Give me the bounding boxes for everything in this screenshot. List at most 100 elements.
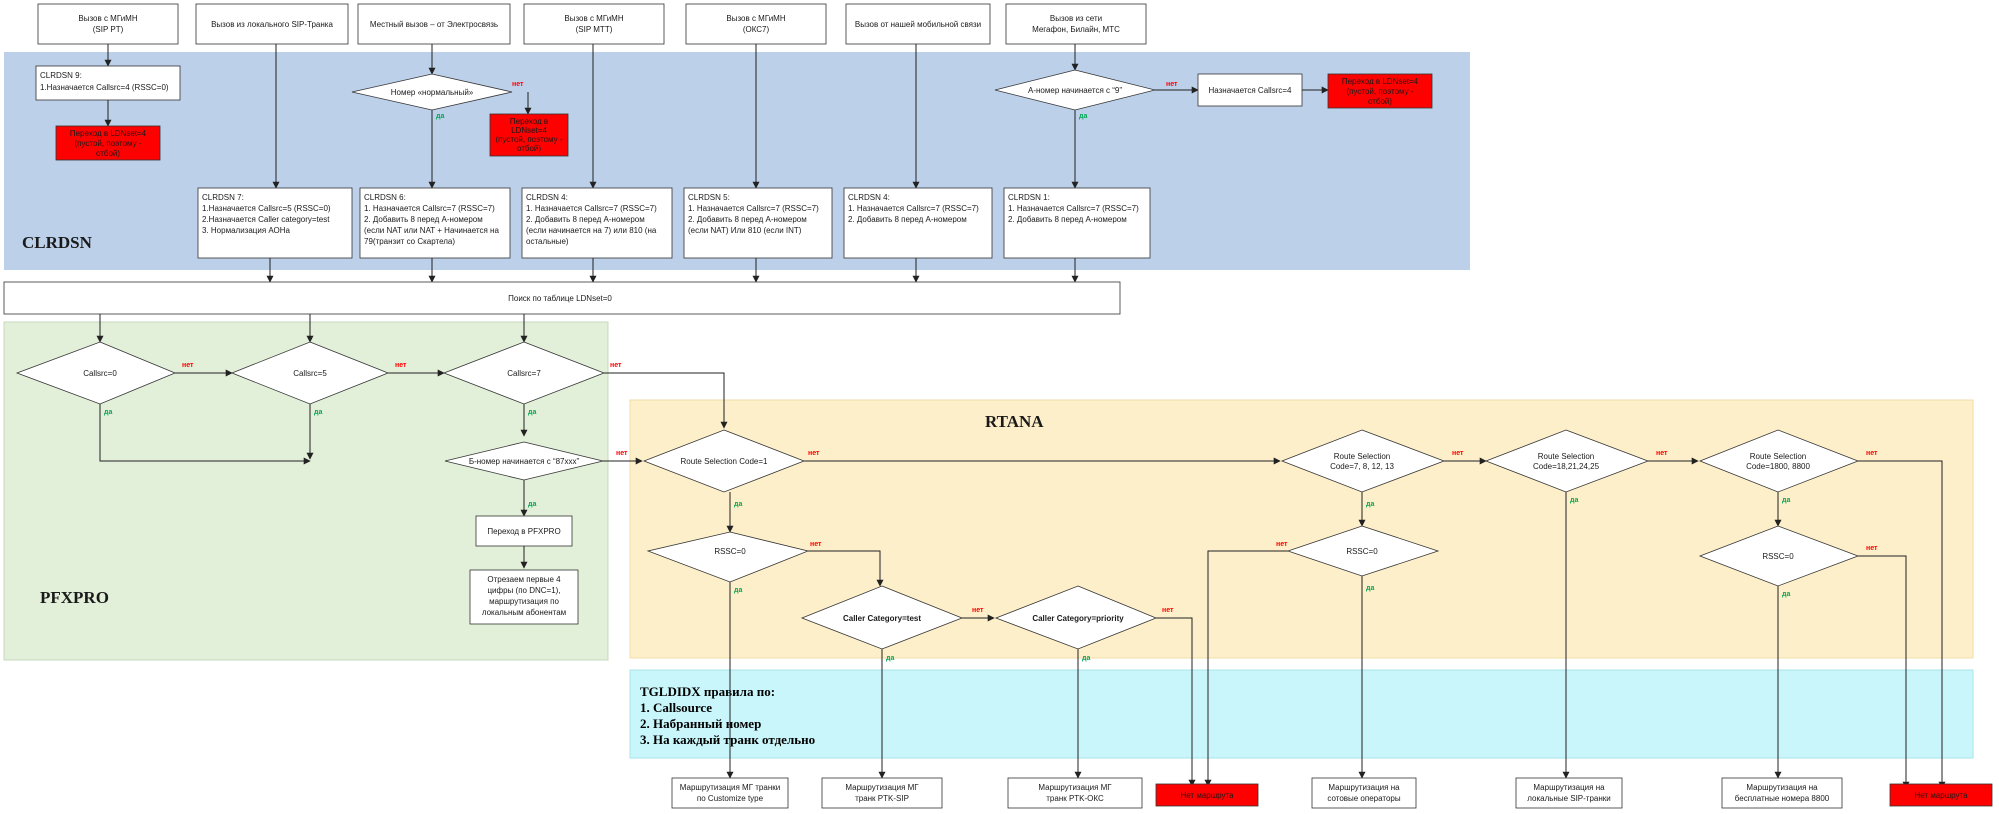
svg-text:CLRDSN 9:: CLRDSN 9: — [40, 71, 82, 80]
no-label: нет — [610, 362, 622, 369]
source-box: Местный вызов – от Электросвязь — [357, 3, 511, 45]
svg-text:Callsrc=7: Callsrc=7 — [507, 369, 541, 378]
yes-label: да — [1782, 591, 1790, 598]
svg-text:2. Добавить 8 перед А-номером: 2. Добавить 8 перед А-номером — [364, 215, 483, 224]
tgldidx-zone-title: TGLDIDX правила по: — [640, 684, 775, 699]
route-selection-1-decision: Route Selection Code=1 — [642, 429, 806, 493]
connector — [604, 372, 728, 429]
yes-label: да — [886, 655, 894, 662]
svg-text:отбой): отбой) — [96, 149, 120, 158]
svg-text:(SIP МТТ): (SIP МТТ) — [576, 25, 613, 34]
svg-text:по Customize type: по Customize type — [697, 794, 764, 803]
svg-text:Маршрутизация МГ: Маршрутизация МГ — [845, 783, 919, 792]
svg-text:А-номер начинается с “9”: А-номер начинается с “9” — [1028, 86, 1122, 95]
connector — [808, 550, 884, 587]
svg-text:(пустой, поэтому -: (пустой, поэтому - — [495, 135, 562, 144]
ldnset-4-red-box: Переход в LDNset=4 (пустой, поэтому - от… — [489, 113, 569, 157]
svg-text:Callsrc=5: Callsrc=5 — [293, 369, 327, 378]
rssc-0-decision: RSSC=0 — [646, 531, 810, 583]
svg-text:2.Назначается Caller category=: 2.Назначается Caller category=test — [202, 215, 330, 224]
no-label: нет — [616, 450, 628, 457]
svg-text:LDNset=4: LDNset=4 — [511, 126, 547, 135]
branch-labels: нет да нет да нет да нет да нет да нет д… — [104, 81, 1878, 662]
svg-text:Code=7, 8, 12, 13: Code=7, 8, 12, 13 — [1330, 462, 1394, 471]
route-selection-1800-decision: Route Selection Code=1800, 8800 — [1698, 429, 1860, 493]
source-box: Вызов из сети Мегафон, Билайн, МТС — [1005, 3, 1147, 45]
source-box: Вызов с МГиМН (SIP PT) — [37, 3, 179, 45]
no-label: нет — [1656, 450, 1668, 457]
svg-text:CLRDSN 4:: CLRDSN 4: — [848, 193, 890, 202]
svg-text:(если NAT или NAT + Начинается: (если NAT или NAT + Начинается на — [364, 226, 499, 235]
svg-text:2. Добавить 8 перед А-номером: 2. Добавить 8 перед А-номером — [526, 215, 645, 224]
svg-text:RSSC=0: RSSC=0 — [1346, 547, 1378, 556]
svg-text:2. Добавить 8 перед А-номером: 2. Добавить 8 перед А-номером — [688, 215, 807, 224]
no-label: нет — [1452, 450, 1464, 457]
svg-text:Маршрутизация на: Маршрутизация на — [1533, 783, 1605, 792]
svg-text:1.Назначается Callsrc=4 (RSSC=: 1.Назначается Callsrc=4 (RSSC=0) — [40, 83, 169, 92]
svg-text:Route Selection: Route Selection — [1538, 452, 1594, 461]
source-boxes: Вызов с МГиМН (SIP PT) Вызов из локально… — [37, 3, 1147, 45]
svg-text:Нет маршрута: Нет маршрута — [1914, 791, 1968, 800]
yes-label: да — [1082, 655, 1090, 662]
svg-text:Переход в LDNset=4: Переход в LDNset=4 — [1342, 77, 1419, 86]
svg-text:Б-номер начинается с “87ххх”: Б-номер начинается с “87ххх” — [469, 457, 580, 466]
svg-text:Переход в: Переход в — [510, 117, 548, 126]
svg-text:Номер «нормальный»: Номер «нормальный» — [391, 88, 474, 97]
result-box: Маршрутизация на сотовые операторы — [1311, 777, 1417, 809]
callsrc-7-decision: Callsrc=7 — [442, 341, 606, 405]
yes-label: да — [734, 587, 742, 594]
clrdsn-boxes: CLRDSN 9: 1.Назначается Callsrc=4 (RSSC=… — [35, 65, 1303, 259]
svg-text:локальным абонентам: локальным абонентам — [482, 608, 566, 617]
caller-category-priority-decision: Caller Category=priority — [994, 585, 1158, 650]
svg-text:Вызов от нашей мобильной связи: Вызов от нашей мобильной связи — [855, 20, 981, 29]
result-box: Маршрутизация МГ транк PTK-ОКС — [1007, 777, 1143, 809]
clrdsn-9-box: CLRDSN 9: 1.Назначается Callsrc=4 (RSSC=… — [35, 65, 181, 101]
callsrc-5-decision: Callsrc=5 — [230, 341, 390, 405]
svg-text:Вызов с МГиМН: Вызов с МГиМН — [726, 14, 785, 23]
goto-pfxpro-box: Переход в PFXPRO — [475, 515, 573, 547]
tgldidx-item: 2. Набранный номер — [640, 716, 761, 731]
svg-text:1. Назначается Callsrc=7 (RSSC: 1. Назначается Callsrc=7 (RSSC=7) — [848, 204, 979, 213]
yes-label: да — [734, 501, 742, 508]
svg-text:Маршрутизация МГ транки: Маршрутизация МГ транки — [680, 783, 780, 792]
yes-label: да — [1570, 497, 1578, 504]
no-label: нет — [810, 541, 822, 548]
a-number-9-decision: А-номер начинается с “9” — [994, 69, 1156, 111]
result-box: Маршрутизация МГ транки по Customize typ… — [671, 777, 789, 809]
svg-text:Отрезаем первые 4: Отрезаем первые 4 — [487, 575, 561, 584]
ldnset-4-red-box: Переход в LDNset=4 (пустой, поэтому - от… — [1327, 73, 1433, 109]
callsrc-4-box: Назначается Callsrc=4 — [1197, 73, 1303, 107]
route-selection-7-decision: Route Selection Code=7, 8, 12, 13 — [1280, 429, 1446, 493]
no-label: нет — [1866, 545, 1878, 552]
decisions: Номер «нормальный» А-номер начинается с … — [15, 69, 1860, 650]
svg-text:цифры (по DNC=1),: цифры (по DNC=1), — [487, 586, 560, 595]
tgldidx-item: 1. Callsource — [640, 700, 712, 715]
svg-text:Местный вызов – от Электросвяз: Местный вызов – от Электросвязь — [370, 20, 498, 29]
svg-text:3. Нормализация АОНа: 3. Нормализация АОНа — [202, 226, 291, 235]
clrdsn-5-box: CLRDSN 5: 1. Назначается Callsrc=7 (RSSC… — [683, 187, 833, 259]
route-selection-18-decision: Route Selection Code=18,21,24,25 — [1484, 429, 1650, 493]
b-number-87-decision: Б-номер начинается с “87ххх” — [444, 441, 604, 481]
svg-text:Вызов из сети: Вызов из сети — [1050, 14, 1102, 23]
svg-text:Мегафон, Билайн, МТС: Мегафон, Билайн, МТС — [1032, 25, 1120, 34]
clrdsn-zone-title: CLRDSN — [22, 233, 93, 252]
ldnset-4-red-box: Переход в LDNset=4 (пустой, поэтому - от… — [55, 125, 161, 161]
svg-text:79(транзит со Скартела): 79(транзит со Скартела) — [364, 237, 455, 246]
tgldidx-item: 3. На каждый транк отдельно — [640, 732, 815, 747]
svg-text:Маршрутизация на: Маршрутизация на — [1746, 783, 1818, 792]
no-route-red-box: Нет маршрута — [1155, 783, 1259, 807]
svg-text:остальные): остальные) — [526, 237, 569, 246]
svg-text:(если начинается на 7) или 810: (если начинается на 7) или 810 (на — [526, 226, 657, 235]
svg-text:отбой): отбой) — [1368, 97, 1392, 106]
rssc-0-decision: RSSC=0 — [1698, 525, 1860, 587]
source-box: Вызов от нашей мобильной связи — [845, 3, 991, 45]
yes-label: да — [528, 501, 536, 508]
svg-text:CLRDSN 1:: CLRDSN 1: — [1008, 193, 1050, 202]
yes-label: да — [1366, 585, 1374, 592]
result-box: Маршрутизация МГ транк PTK-SIP — [821, 777, 943, 809]
result-boxes: Маршрутизация МГ транки по Customize typ… — [671, 777, 1993, 809]
svg-text:1. Назначается Callsrc=7 (RSSC: 1. Назначается Callsrc=7 (RSSC=7) — [688, 204, 819, 213]
svg-text:Code=18,21,24,25: Code=18,21,24,25 — [1533, 462, 1600, 471]
svg-text:Code=1800, 8800: Code=1800, 8800 — [1746, 462, 1810, 471]
